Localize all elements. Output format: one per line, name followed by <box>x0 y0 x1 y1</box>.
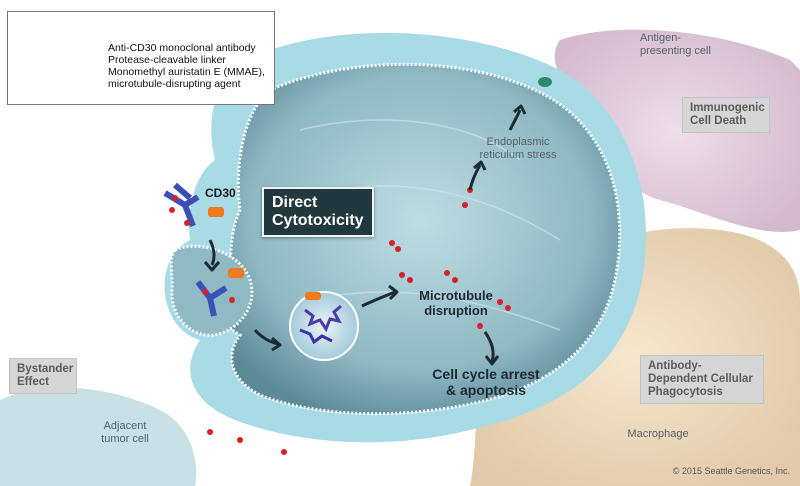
legend-item-antibody: Anti-CD30 monoclonal antibody <box>108 42 256 54</box>
bystander-label: Bystander Effect <box>17 363 74 388</box>
direct-cytotoxicity-label: Direct Cytotoxicity <box>272 194 364 229</box>
bystander-box: Bystander Effect <box>9 358 77 394</box>
er-stress-label: Endoplasmic reticulum stress <box>479 136 557 161</box>
legend-item-linker: Protease-cleavable linker <box>108 54 226 66</box>
legend-box: Anti-CD30 monoclonal antibody Protease-c… <box>7 11 275 105</box>
macrophage-label: Macrophage <box>627 428 689 440</box>
copyright: © 2015 Seattle Genetics, Inc. <box>672 466 790 476</box>
adc-surface <box>163 182 224 228</box>
antigen-presenting-cell-shape <box>554 29 800 233</box>
direct-cytotoxicity-box: Direct Cytotoxicity <box>262 187 374 237</box>
legend-item-mmae: Monomethyl auristatin E (MMAE), microtub… <box>108 66 265 90</box>
adc-internalized <box>195 268 244 317</box>
microtubule-label: Microtubule disruption <box>419 288 493 318</box>
adcp-label: Antibody-Dependent Cellular Phagocytosis <box>648 360 753 398</box>
adcp-box: Antibody-Dependent Cellular Phagocytosis <box>640 355 764 404</box>
arrows <box>203 104 527 366</box>
adjacent-tumor-cell-shape <box>0 387 197 486</box>
cd30-label: CD30 <box>205 186 236 200</box>
icd-box: Immunogenic Cell Death <box>682 97 770 133</box>
cell-cycle-label: Cell cycle arrest & apoptosis <box>432 366 540 398</box>
lysosome <box>289 291 359 361</box>
icd-label: Immunogenic Cell Death <box>690 102 765 127</box>
apc-label: Antigen-presenting cell <box>640 32 711 57</box>
adjacent-tumor-label: Adjacent tumor cell <box>101 420 149 445</box>
tumor-cell <box>164 32 647 443</box>
